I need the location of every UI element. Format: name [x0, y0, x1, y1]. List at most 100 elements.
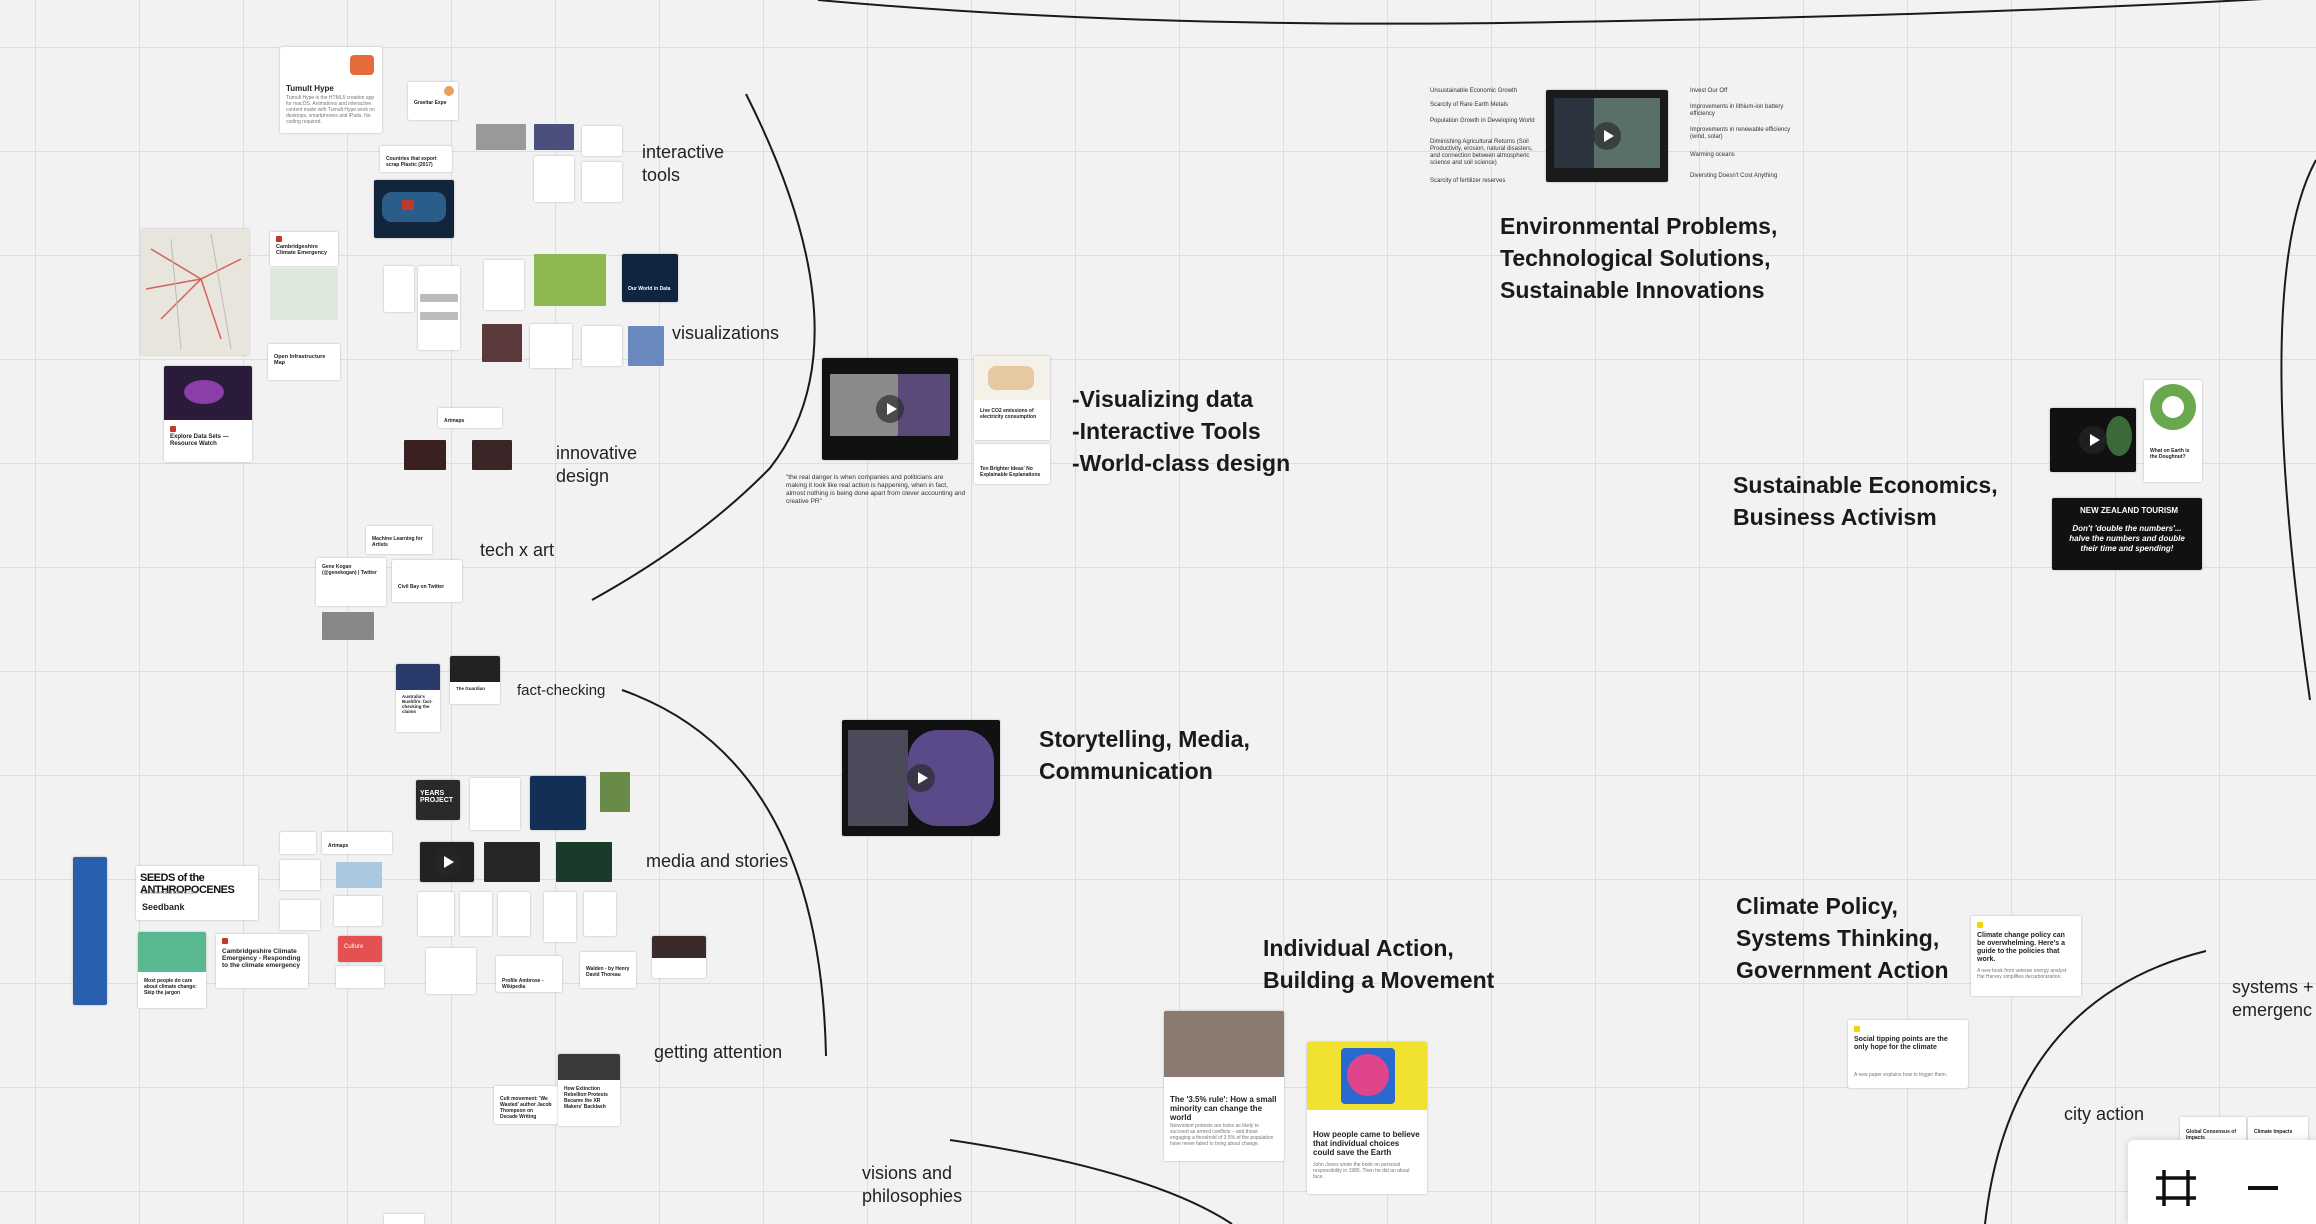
heading-visualizing[interactable]: -Visualizing data -Interactive Tools -Wo… [1072, 386, 1291, 476]
connector-visions[interactable] [949, 1139, 1233, 1224]
card-artmaps-2[interactable]: Artmaps [322, 832, 392, 854]
card-interactive-4[interactable] [534, 156, 574, 202]
card-walden[interactable]: Walden - by Henry David Thoreau [580, 952, 636, 988]
card-open-infrastructure[interactable]: Open Infrastructure Map [268, 344, 340, 380]
video-economics[interactable] [2050, 408, 2136, 472]
label-media-and-stories[interactable]: media and stories [646, 851, 789, 871]
card-machine-learning[interactable]: Machine Learning for Artists [366, 526, 432, 554]
card-doughnut[interactable]: What on Earth is the Doughnut? [2144, 380, 2202, 482]
card-fact-2[interactable]: The Guardian [450, 656, 500, 704]
env-solution-note[interactable]: Warming oceans [1690, 152, 1735, 158]
env-problem-note[interactable]: Unsustainable Economic Growth [1430, 88, 1518, 94]
minus-icon[interactable] [2248, 1186, 2278, 1192]
card-co2-emissions[interactable]: Live CO2 emissions of electricity consum… [974, 356, 1050, 440]
card-road-map[interactable] [141, 229, 249, 355]
card-artmaps[interactable]: Artmaps [438, 408, 502, 428]
heading-climate-policy[interactable]: Climate Policy, Systems Thinking, Govern… [1736, 893, 1949, 983]
card-left-4[interactable] [334, 896, 382, 926]
label-systems-emergency[interactable]: systems + emergenc [2232, 977, 2314, 1020]
thumb-media-2[interactable] [600, 772, 630, 812]
env-solution-note[interactable]: Improvements in lithium-ion battery effi… [1690, 104, 1784, 117]
play-icon[interactable] [2079, 426, 2107, 454]
play-icon[interactable] [433, 848, 461, 876]
card-cambs-emergency[interactable]: Cambridgeshire Climate Emergency - Respo… [216, 934, 308, 988]
card-tumult-hype[interactable]: Tumult Hype Tumult Hype is the HTML5 cre… [280, 47, 382, 133]
card-dictionary-twitter[interactable]: Civil Bay on Twitter [392, 560, 462, 602]
thumb-europe-map[interactable] [534, 254, 606, 306]
env-solution-note[interactable]: Diversting Doesn't Cost Anything [1690, 173, 1778, 179]
card-individual-choices[interactable]: How people came to believe that individu… [1307, 1042, 1427, 1194]
card-wikipedia[interactable]: Profile Ambrose - Wikipedia [496, 956, 562, 992]
label-city-action[interactable]: city action [2064, 1104, 2145, 1124]
card-climate-impacts[interactable]: Climate Impacts [2248, 1117, 2308, 1143]
card-nz-tourism[interactable]: NEW ZEALAND TOURISM Don't 'double the nu… [2052, 498, 2202, 570]
card-our-world-in-data[interactable]: Our World in Data [622, 254, 678, 302]
card-vis-2[interactable] [418, 266, 460, 350]
card-media-9[interactable] [584, 892, 616, 936]
card-seedbank[interactable]: SEEDS of the ANTHROPOCENES publicseedsof… [136, 866, 258, 920]
thumb-left-3[interactable] [336, 862, 382, 888]
env-problem-note[interactable]: Scarcity of fertilizer reserves [1430, 178, 1506, 184]
video-visualizing[interactable] [822, 358, 958, 460]
card-red[interactable]: Culture [338, 936, 382, 962]
card-vis-5[interactable] [530, 324, 572, 368]
env-problem-note[interactable]: Population Growth in Developing World [1430, 118, 1535, 124]
heading-environmental[interactable]: Environmental Problems, Technological So… [1500, 213, 1778, 303]
play-icon[interactable] [907, 764, 935, 792]
card-left-5[interactable] [280, 900, 320, 930]
label-visions-and-philosophies[interactable]: visions and philosophies [862, 1163, 963, 1206]
label-fact-checking[interactable]: fact-checking [517, 682, 606, 699]
connector-right-edge[interactable] [2280, 159, 2316, 701]
thumb-interactive-1[interactable] [476, 124, 526, 150]
card-interactive-5[interactable] [582, 162, 622, 202]
thumb-art-1[interactable] [322, 612, 374, 640]
card-three-five-rule[interactable]: The '3.5% rule': How a small minority ca… [1164, 1011, 1284, 1161]
thumb-design-1[interactable] [404, 440, 446, 470]
card-media-1[interactable] [470, 778, 520, 830]
heading-economics[interactable]: Sustainable Economics, Business Activism [1733, 472, 1998, 530]
card-interactive-3[interactable] [582, 126, 622, 156]
frame-icon[interactable] [2154, 1168, 2198, 1208]
card-mastermind[interactable]: Gravitar Expe [408, 82, 458, 120]
thumb-vis-7[interactable] [628, 326, 664, 366]
card-world-map[interactable] [374, 180, 454, 238]
card-most-people[interactable]: Most people do care about climate change… [138, 932, 206, 1008]
heading-individual-action[interactable]: Individual Action, Building a Movement [1263, 935, 1495, 993]
connector-interactive[interactable] [591, 93, 816, 601]
play-icon[interactable] [1593, 122, 1621, 150]
video-storytelling[interactable] [842, 720, 1000, 836]
label-interactive-tools[interactable]: interactive tools [642, 142, 725, 185]
play-icon[interactable] [876, 395, 904, 423]
card-media-11[interactable] [652, 936, 706, 978]
card-vis-1[interactable] [384, 266, 414, 312]
card-gene-kogan[interactable]: Gene Kogan (@genekogan) | Twitter [316, 558, 386, 606]
card-media-10[interactable] [426, 948, 476, 994]
thumb-vis-4[interactable] [482, 324, 522, 362]
card-media-6[interactable] [460, 892, 492, 936]
video-environmental[interactable] [1546, 90, 1668, 182]
env-solution-note[interactable]: Invest Our Off [1690, 88, 1728, 94]
card-cambridgeshire-map[interactable]: Cambridgeshire Climate Emergency [270, 232, 338, 266]
card-countries-rank[interactable]: Countries that export scrap Plastic (201… [380, 146, 452, 172]
env-problem-note[interactable]: Scarcity of Rare Earth Metals [1430, 102, 1509, 108]
connector-fact-checking[interactable] [621, 689, 827, 1057]
card-attention-1[interactable]: Cult movement: 'We Wasted' author Jacob … [494, 1086, 558, 1124]
label-innovative-design[interactable]: innovative design [556, 443, 638, 486]
label-tech-x-art[interactable]: tech x art [480, 540, 555, 560]
label-visualizations[interactable]: visualizations [672, 323, 780, 343]
card-our-world-2[interactable] [530, 776, 586, 830]
env-problem-note[interactable]: Diminishing Agricultural Returns (Soil P… [1430, 139, 1533, 166]
card-fact-1[interactable]: Australia's Bushfire: fact-checking the … [396, 664, 440, 732]
thumb-interactive-2[interactable] [534, 124, 574, 150]
card-attention-3[interactable] [384, 1214, 424, 1224]
card-vis-6[interactable] [582, 326, 622, 366]
thumb-media-3[interactable] [484, 842, 540, 882]
card-blueprint[interactable] [73, 857, 107, 1005]
card-vis-3[interactable] [484, 260, 524, 310]
card-years-project[interactable]: YEARS PROJECT [416, 780, 460, 820]
heading-storytelling[interactable]: Storytelling, Media, Communication [1039, 726, 1250, 784]
thumb-design-2[interactable] [472, 440, 512, 470]
card-explore-datasets[interactable]: Explore Data Sets — Resource Watch [164, 366, 252, 462]
card-climate-policy[interactable]: Climate change policy can be overwhelmin… [1971, 916, 2081, 996]
